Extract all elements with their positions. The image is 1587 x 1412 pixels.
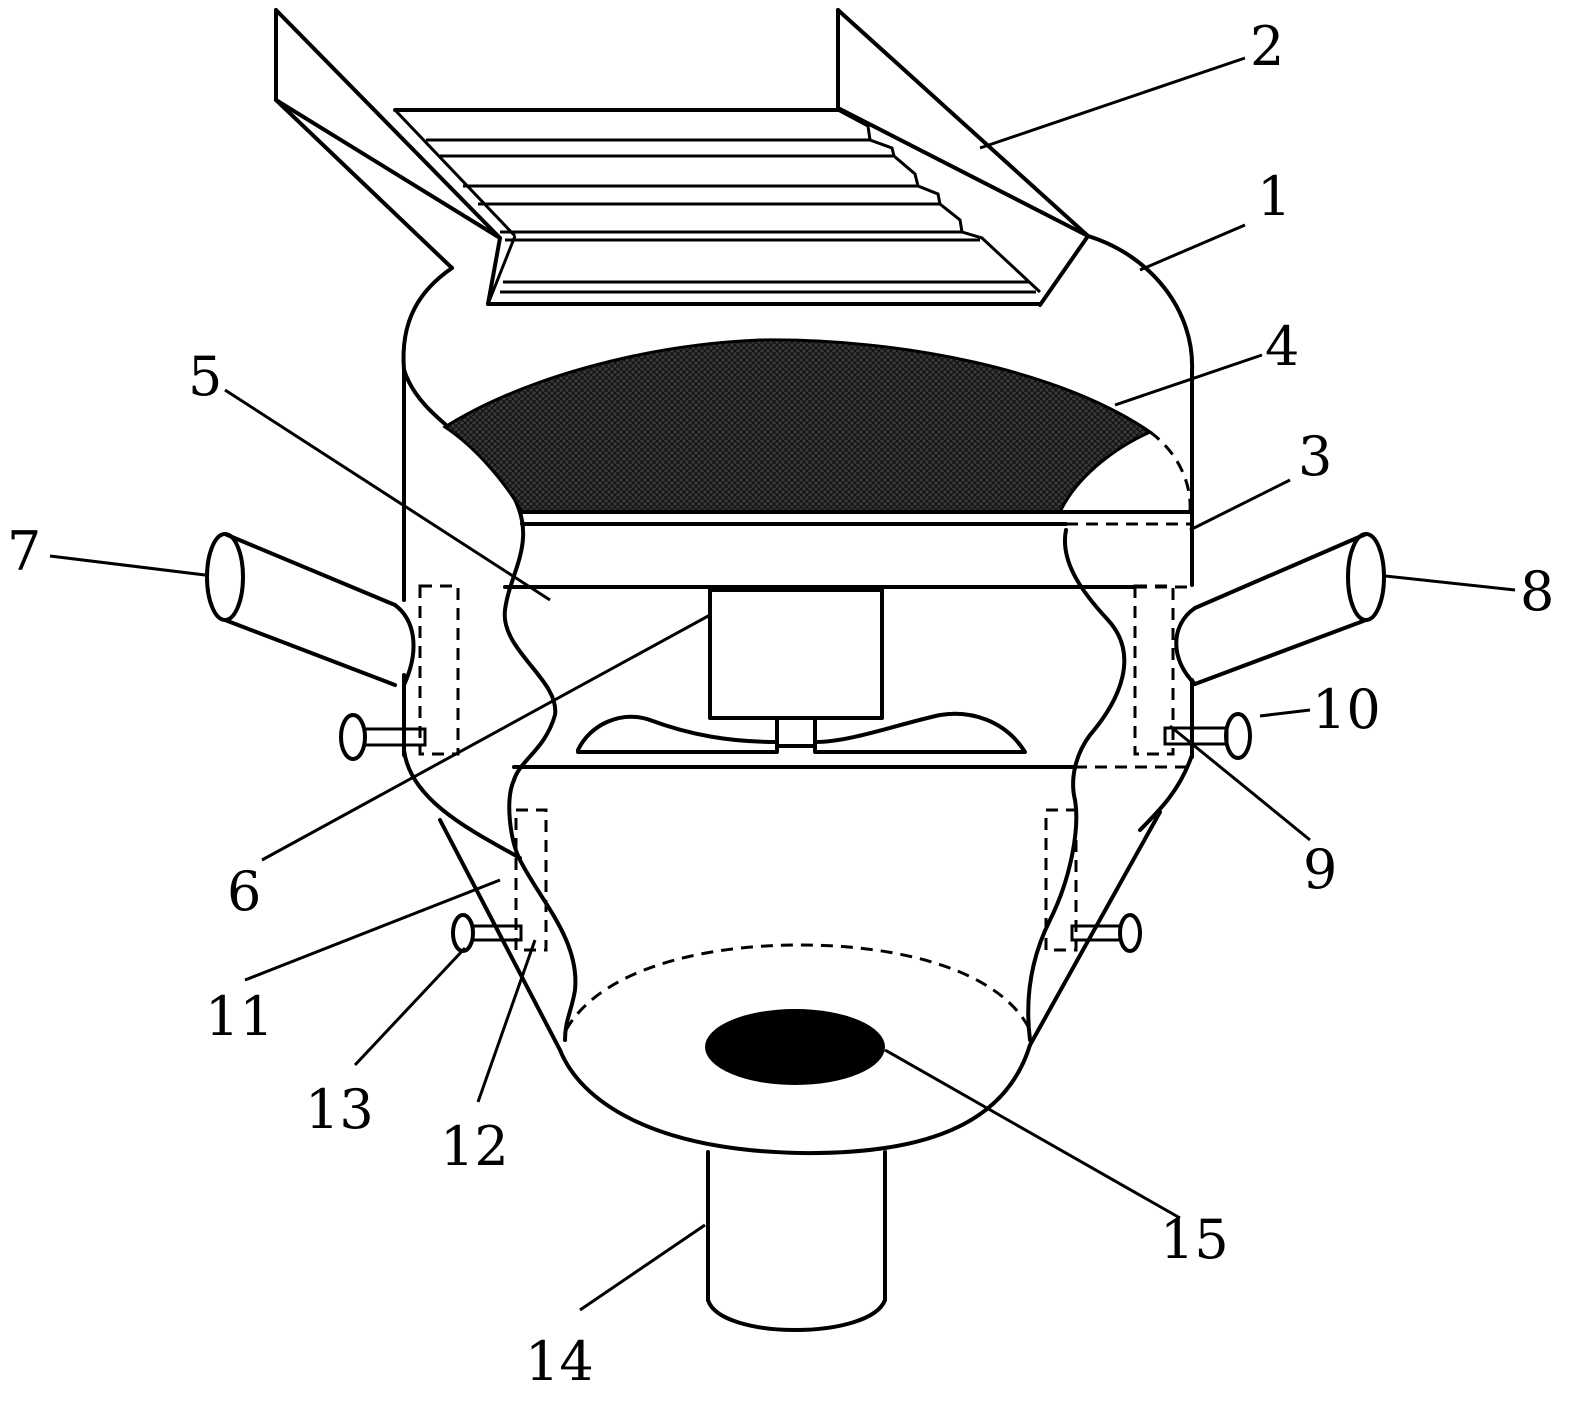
label-4: 4	[1265, 315, 1299, 378]
label-8: 8	[1520, 560, 1554, 623]
inlet-pipe	[205, 532, 416, 687]
label-7: 7	[7, 520, 41, 583]
upper-left-bolt	[339, 713, 427, 761]
label-13: 13	[305, 1078, 374, 1141]
impeller-blades	[576, 711, 1027, 754]
label-9: 9	[1303, 838, 1337, 901]
filter-screen	[442, 338, 1154, 514]
label-14: 14	[525, 1330, 594, 1393]
inner-bowl	[564, 943, 1032, 1031]
leader-lines	[49, 56, 1516, 1312]
hopper-steps	[393, 108, 1042, 305]
label-12: 12	[440, 1115, 509, 1178]
bottom-outlet-pipe	[706, 1150, 887, 1332]
lower-right-bracket	[1044, 808, 1078, 952]
lower-left-bolt	[451, 913, 523, 953]
feed-hopper	[274, 8, 1090, 307]
label-5: 5	[188, 345, 222, 408]
discharge-opening	[705, 1009, 885, 1085]
label-10: 10	[1312, 678, 1381, 741]
upper-left-bracket	[418, 584, 460, 756]
outlet-pipe	[1174, 532, 1386, 686]
label-11: 11	[205, 985, 274, 1048]
upper-right-bracket	[1133, 584, 1175, 756]
label-6: 6	[227, 860, 261, 923]
label-2: 2	[1250, 15, 1284, 78]
lower-right-bolt	[1070, 913, 1142, 953]
label-15: 15	[1160, 1208, 1229, 1271]
label-3: 3	[1298, 425, 1332, 488]
label-1: 1	[1257, 165, 1291, 228]
motor	[708, 588, 884, 748]
upper-right-bolt	[1163, 712, 1252, 760]
